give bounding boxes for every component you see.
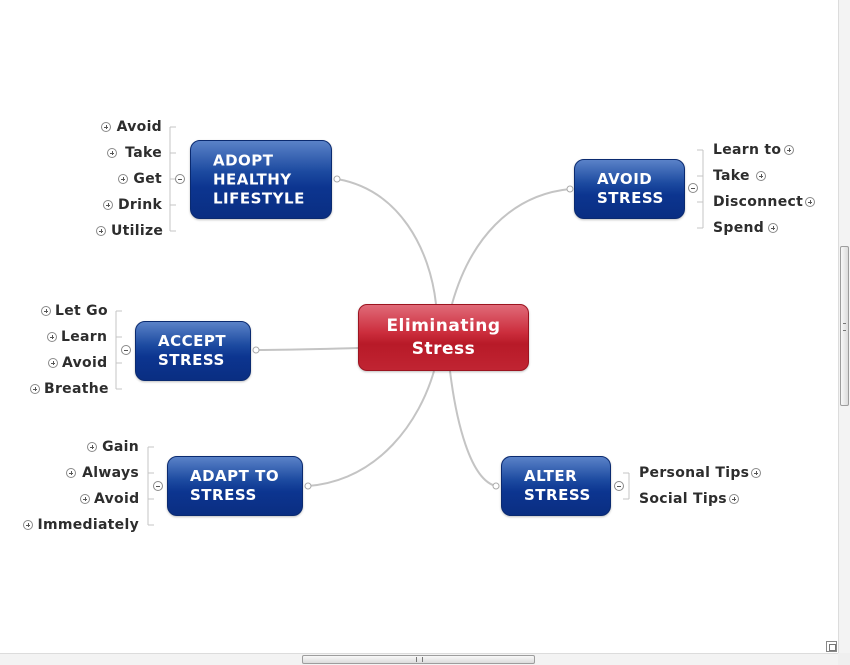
leaf-topic[interactable]: Gain <box>102 439 139 455</box>
grip-icon <box>843 323 846 331</box>
connector-adopt <box>336 178 437 305</box>
leaf-topic[interactable]: Social Tips <box>639 491 727 507</box>
expand-icon[interactable] <box>107 148 117 158</box>
expand-icon[interactable] <box>784 145 794 155</box>
expand-icon[interactable] <box>118 174 128 184</box>
expand-icon[interactable] <box>103 200 113 210</box>
branch-label: ACCEPT STRESS <box>158 332 227 369</box>
branch-avoid-stress[interactable]: AVOID STRESS <box>574 159 685 219</box>
connector-avoid <box>451 188 571 305</box>
fit-view-icon[interactable] <box>826 641 837 652</box>
connector-anchor <box>304 482 312 490</box>
leaf-topic[interactable]: Spend <box>713 220 765 236</box>
leaf-topic[interactable]: Avoid <box>62 355 108 371</box>
horizontal-scroll-thumb[interactable] <box>302 655 535 664</box>
leaf-topic[interactable]: Personal Tips <box>639 465 750 481</box>
expand-icon[interactable] <box>805 197 815 207</box>
leaf-topic[interactable]: Avoid <box>94 491 140 507</box>
collapse-accept-icon[interactable] <box>121 345 131 355</box>
connector-accept <box>255 347 359 351</box>
expand-icon[interactable] <box>756 171 766 181</box>
leaf-topic[interactable]: Disconnect <box>713 194 804 210</box>
expand-icon[interactable] <box>48 358 58 368</box>
expand-icon[interactable] <box>96 226 106 236</box>
connector-anchor <box>333 175 341 183</box>
central-topic[interactable]: Eliminating Stress <box>358 304 529 371</box>
expand-icon[interactable] <box>41 306 51 316</box>
leaf-topic[interactable]: Immediately <box>37 517 139 533</box>
mind-map-canvas[interactable]: Eliminating Stress ADOPT HEALTHY LIFESTY… <box>0 0 838 653</box>
branch-label: ADOPT HEALTHY LIFESTYLE <box>213 151 305 207</box>
leaf-topic[interactable]: Always <box>82 465 139 481</box>
branch-adapt-to-stress[interactable]: ADAPT TO STRESS <box>167 456 303 516</box>
expand-icon[interactable] <box>23 520 33 530</box>
branch-label: ALTER STRESS <box>524 467 591 504</box>
branch-accept-stress[interactable]: ACCEPT STRESS <box>135 321 251 381</box>
horizontal-scrollbar[interactable] <box>0 653 838 665</box>
central-topic-label: Eliminating Stress <box>386 315 501 359</box>
connector-anchor <box>492 482 500 490</box>
branch-adopt-healthy-lifestyle[interactable]: ADOPT HEALTHY LIFESTYLE <box>190 140 332 219</box>
expand-icon[interactable] <box>80 494 90 504</box>
leaf-topic[interactable]: Take <box>713 168 750 184</box>
connector-alter <box>449 370 497 487</box>
collapse-avoid-icon[interactable] <box>688 183 698 193</box>
vertical-scrollbar[interactable] <box>838 0 850 653</box>
expand-icon[interactable] <box>47 332 57 342</box>
leaf-topic[interactable]: Drink <box>118 197 163 213</box>
connector-anchor <box>252 346 260 354</box>
connector-adapt <box>307 370 435 487</box>
connector-anchor <box>566 185 574 193</box>
expand-icon[interactable] <box>87 442 97 452</box>
collapse-adopt-icon[interactable] <box>175 174 185 184</box>
leaf-topic[interactable]: Avoid <box>116 119 162 135</box>
leaf-topic[interactable]: Take <box>125 145 162 161</box>
expand-icon[interactable] <box>30 384 40 394</box>
collapse-adapt-icon[interactable] <box>153 481 163 491</box>
scrollbar-corner <box>838 653 850 665</box>
vertical-scroll-thumb[interactable] <box>840 246 849 406</box>
expand-icon[interactable] <box>768 223 778 233</box>
expand-icon[interactable] <box>66 468 76 478</box>
expand-icon[interactable] <box>751 468 761 478</box>
leaf-topic[interactable]: Let Go <box>55 303 108 319</box>
expand-icon[interactable] <box>101 122 111 132</box>
leaf-topic[interactable]: Learn <box>61 329 108 345</box>
branch-label: AVOID STRESS <box>597 170 664 207</box>
collapse-alter-icon[interactable] <box>614 481 624 491</box>
connector-layer <box>115 126 704 526</box>
leaf-topic[interactable]: Get <box>133 171 162 187</box>
leaf-topic[interactable]: Breathe <box>44 381 109 397</box>
branch-alter-stress[interactable]: ALTER STRESS <box>501 456 611 516</box>
branch-label: ADAPT TO STRESS <box>190 467 280 504</box>
grip-icon <box>416 657 423 662</box>
leaf-topic[interactable]: Learn to <box>713 142 782 158</box>
leaf-topic[interactable]: Utilize <box>111 223 164 239</box>
expand-icon[interactable] <box>729 494 739 504</box>
